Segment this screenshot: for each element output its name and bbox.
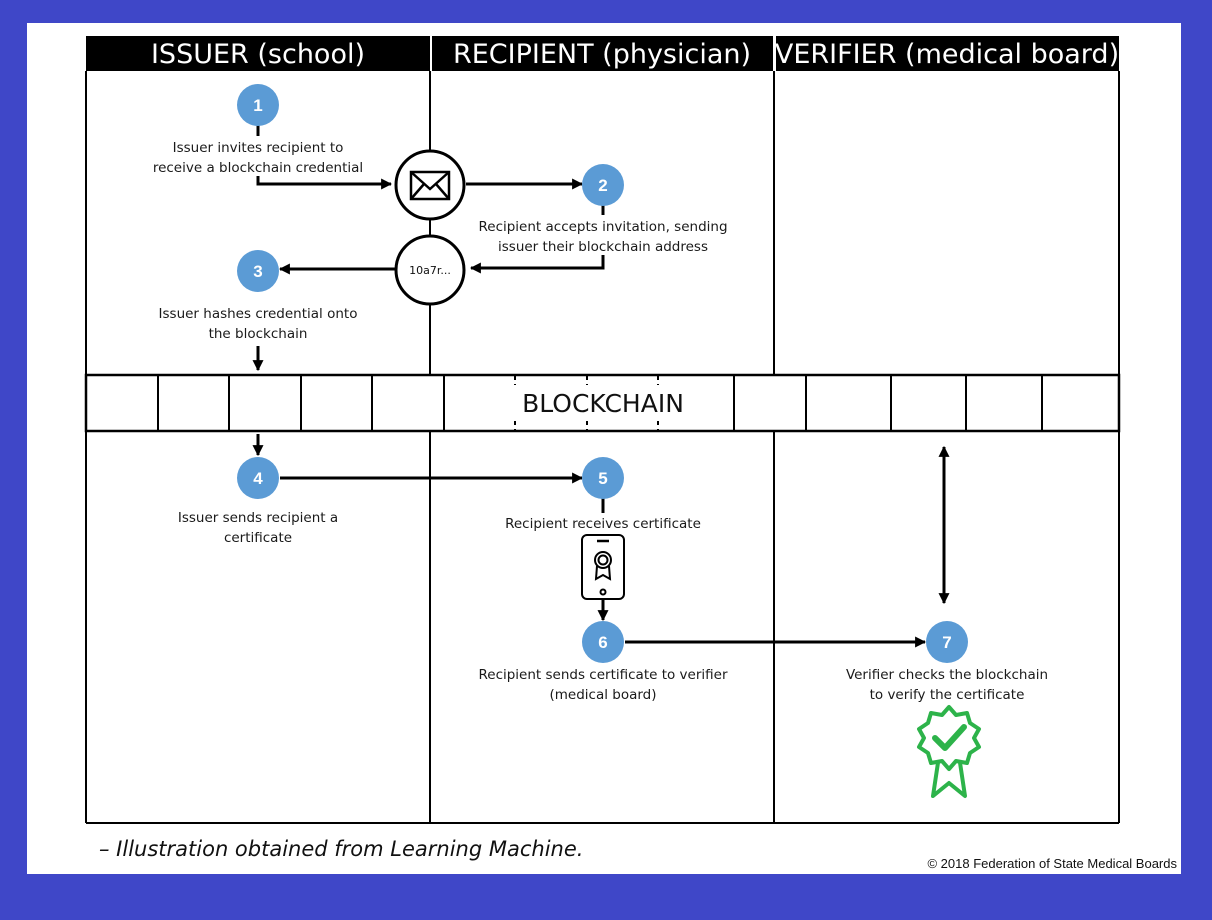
step-captions: Issuer invites recipient to receive a bl… — [148, 136, 1048, 703]
svg-text:1: 1 — [253, 96, 262, 115]
step-2-caption-line-2: issuer their blockchain address — [498, 239, 708, 255]
step-2: 2 — [582, 164, 624, 206]
step-3: 3 — [237, 250, 279, 292]
lane-header-issuer — [86, 36, 430, 71]
step-7-caption-line-2: to verify the certificate — [870, 687, 1025, 703]
svg-text:5: 5 — [598, 469, 607, 488]
lane-title-verifier: VERIFIER (medical board) — [775, 39, 1119, 70]
phone-certificate-icon — [581, 534, 625, 600]
slide: ISSUER (school) RECIPIENT (physician) VE… — [27, 23, 1181, 874]
blockchain-strip: BLOCKCHAIN — [84, 373, 1121, 433]
step-1-caption-line-2: receive a blockchain credential — [153, 160, 363, 176]
lane-title-issuer: ISSUER (school) — [151, 39, 365, 70]
lane-header-recipient — [432, 36, 773, 71]
step-5-caption-line-1: Recipient receives certificate — [505, 516, 701, 532]
blockchain-address: 10a7r... — [409, 264, 451, 277]
svg-text:6: 6 — [598, 633, 607, 652]
step-2-caption-line-1: Recipient accepts invitation, sending — [478, 219, 727, 235]
svg-text:2: 2 — [598, 176, 607, 195]
blockchain-credential-diagram: ISSUER (school) RECIPIENT (physician) VE… — [84, 36, 1177, 871]
step-4-caption-line-1: Issuer sends recipient a — [178, 510, 338, 526]
step-4: 4 — [237, 457, 279, 499]
step-6: 6 — [582, 621, 624, 663]
step-7: 7 — [926, 621, 968, 663]
svg-text:7: 7 — [942, 633, 951, 652]
lane-headers: ISSUER (school) RECIPIENT (physician) VE… — [86, 36, 1119, 71]
step-6-caption-line-1: Recipient sends certificate to verifier — [478, 667, 727, 683]
lane-title-recipient: RECIPIENT (physician) — [453, 39, 751, 70]
step-4-caption-line-2: certificate — [224, 530, 292, 546]
lane-header-verifier — [776, 36, 1119, 71]
blockchain-label: BLOCKCHAIN — [522, 389, 684, 418]
step-1: 1 — [237, 84, 279, 126]
step-6-caption-line-2: (medical board) — [549, 687, 656, 703]
step-3-caption-line-2: the blockchain — [209, 326, 308, 342]
step-markers: 1 2 3 4 5 6 7 — [237, 84, 968, 663]
svg-text:3: 3 — [253, 262, 262, 281]
verified-badge-icon — [917, 705, 981, 798]
step-3-caption-line-1: Issuer hashes credential onto — [159, 306, 358, 322]
footnote: – Illustration obtained from Learning Ma… — [99, 837, 583, 861]
copyright: © 2018 Federation of State Medical Board… — [927, 856, 1177, 871]
step-1-caption-line-1: Issuer invites recipient to — [173, 140, 344, 156]
address-token-icon: 10a7r... — [394, 234, 466, 306]
step-7-caption-line-1: Verifier checks the blockchain — [846, 667, 1048, 683]
envelope-icon — [394, 149, 466, 221]
svg-text:4: 4 — [253, 469, 263, 488]
step-5: 5 — [582, 457, 624, 499]
